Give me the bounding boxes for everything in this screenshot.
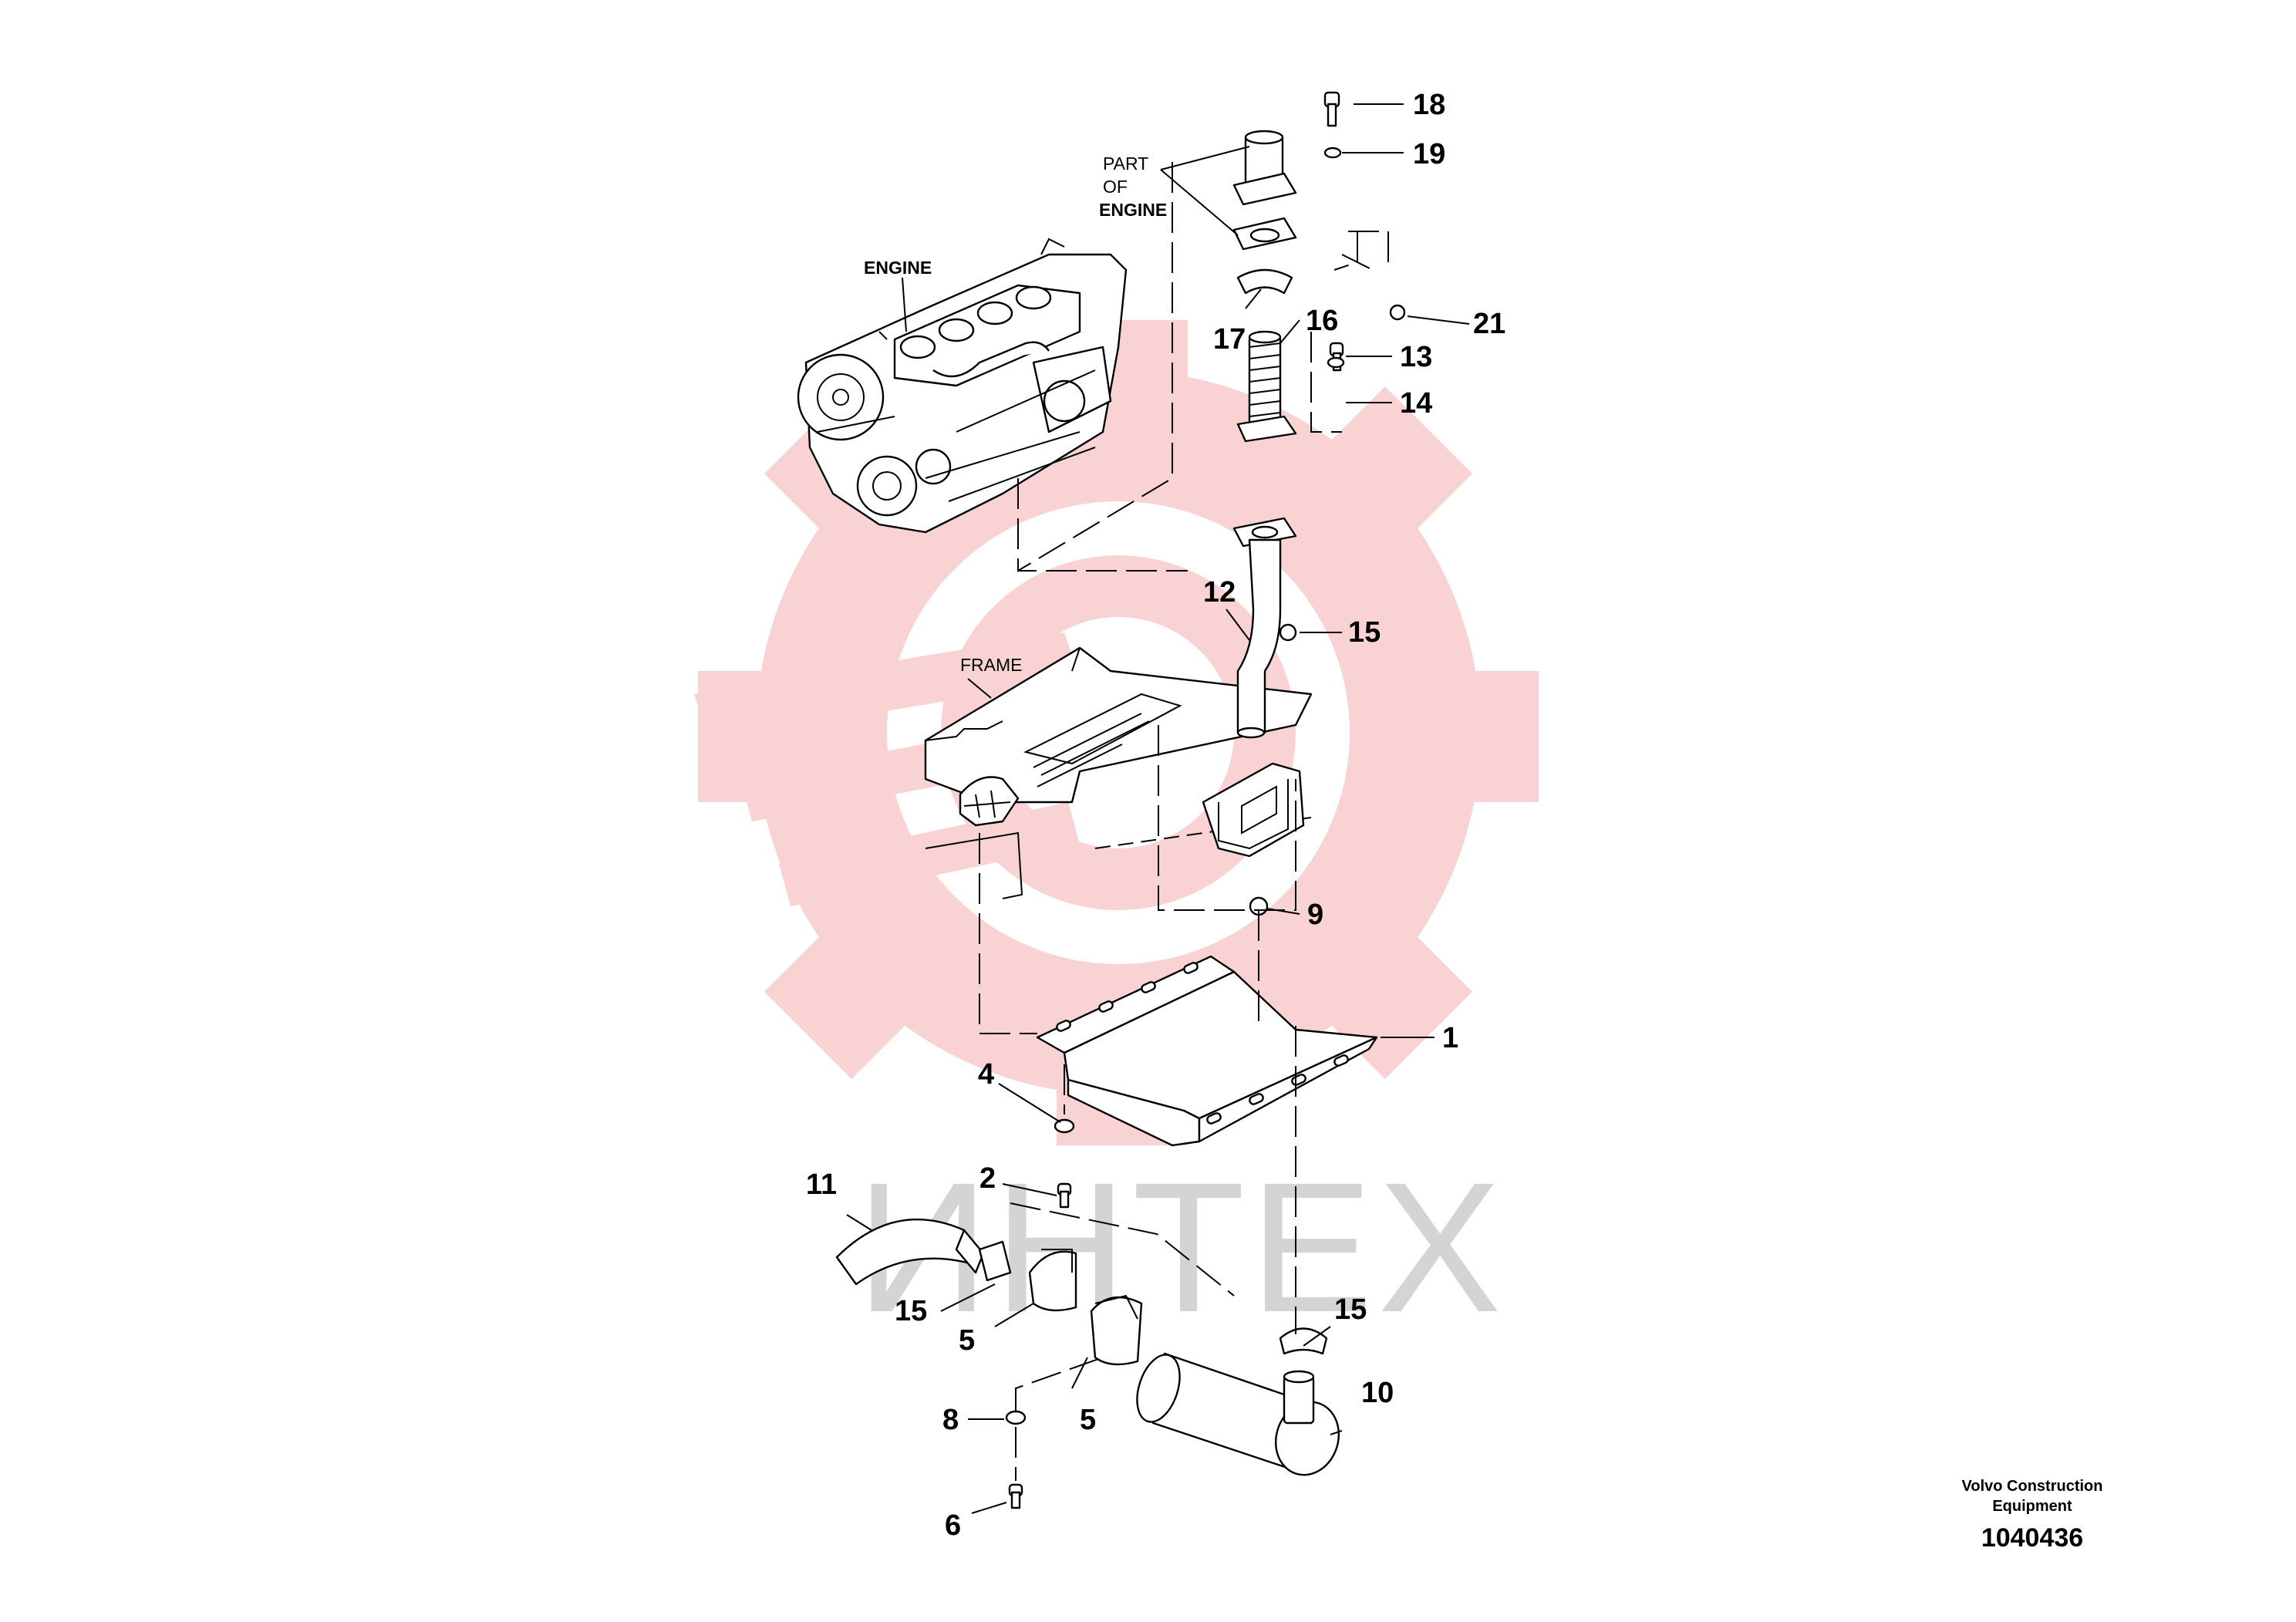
part-of-label-line1: PART [1103,153,1148,174]
exhaust-pipe-assembly [1232,130,1297,739]
callout-10: 10 [1361,1377,1394,1409]
muffler [1136,1352,1340,1476]
callout-11: 11 [806,1168,837,1201]
frame-drawing [924,646,1313,899]
callout-1: 1 [1442,1022,1458,1054]
elbow-and-clamps [835,1218,1328,1366]
frame-label: FRAME [960,655,1023,675]
leader-lines [846,103,1470,1514]
callout-8: 8 [942,1404,959,1436]
fasteners [1005,91,1406,1509]
callout-15-top: 15 [1348,616,1381,649]
callout-9: 9 [1307,899,1323,931]
callout-2: 2 [979,1162,996,1195]
callout-15-right: 15 [1334,1293,1367,1326]
callout-5-lower: 5 [1080,1404,1096,1436]
engine-label: ENGINE [864,258,932,278]
callout-13: 13 [1400,341,1432,373]
gear-logo-watermark [694,320,1539,1145]
part-of-label-line2: OF [1103,177,1128,197]
callout-18: 18 [1413,89,1445,121]
brand-line1: Volvo Construction [1962,1478,2103,1495]
title-block: Volvo Construction Equipment 1040436 [1962,1478,2103,1553]
callout-4: 4 [978,1058,994,1091]
callout-12: 12 [1203,576,1236,609]
mounting-bracket [1036,955,1378,1147]
brand-line2: Equipment [1992,1498,2072,1515]
callout-6: 6 [945,1509,961,1542]
callout-14: 14 [1400,387,1432,420]
drawing-number: 1040436 [1981,1523,2083,1553]
part-of-label-line3: ENGINE [1099,200,1167,220]
callout-17: 17 [1213,323,1246,356]
callout-5-upper: 5 [959,1324,975,1357]
callout-15-left: 15 [895,1295,927,1327]
callout-numbers: 18 19 21 16 17 13 14 12 15 9 1 4 2 11 15… [806,89,1505,1542]
center-lines [979,162,1389,1481]
callout-19: 19 [1413,138,1445,170]
text-labels: PART OF ENGINE ENGINE FRAME [864,153,1167,675]
callout-21: 21 [1473,308,1505,340]
engine-drawing [797,238,1128,534]
callout-16: 16 [1306,305,1338,337]
